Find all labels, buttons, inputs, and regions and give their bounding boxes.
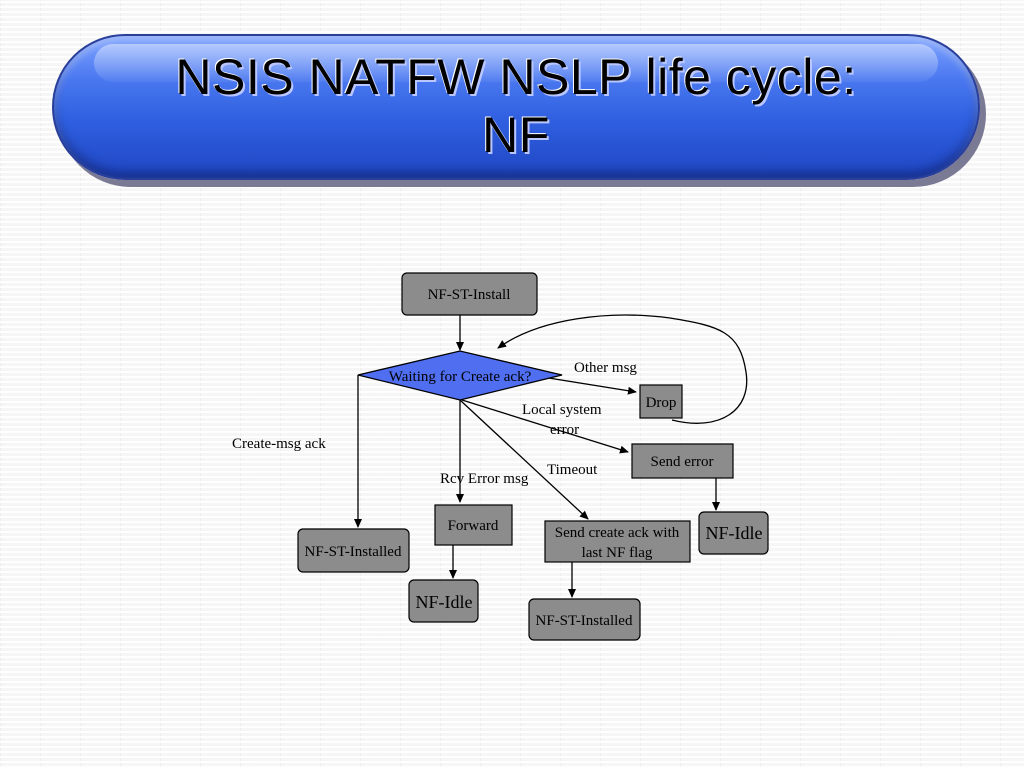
node-nf-idle-mid-label: NF-Idle	[416, 592, 473, 612]
label-rcv-error: Rcv Error msg	[440, 471, 529, 487]
node-installed-left	[297, 528, 410, 573]
node-installed-bottom	[528, 598, 641, 641]
title-banner: NSIS NATFW NSLP life cycle: NF	[52, 34, 980, 180]
node-send-error	[631, 443, 734, 479]
title-line-2: NF	[482, 107, 550, 163]
decision-diamond	[357, 350, 563, 401]
node-install	[401, 272, 538, 316]
node-nf-idle-mid	[408, 579, 479, 623]
node-send-create-ack	[544, 520, 691, 563]
title-line-1: NSIS NATFW NSLP life cycle:	[175, 49, 857, 105]
node-install-label: NF-ST-Install	[428, 287, 511, 303]
label-local-system-1: Local system	[522, 402, 602, 418]
decision-label: Waiting for Create ack?	[389, 369, 532, 385]
node-drop	[639, 384, 683, 419]
node-nf-idle-right	[698, 511, 769, 555]
slide-title: NSIS NATFW NSLP life cycle: NF	[54, 48, 978, 164]
node-send-create-ack-label-1: Send create ack with	[555, 525, 680, 541]
label-other-msg: Other msg	[574, 360, 637, 376]
node-forward	[434, 504, 513, 546]
label-local-system-2: error	[550, 422, 579, 438]
node-installed-left-label: NF-ST-Installed	[305, 544, 402, 560]
edge-drop-loop-back	[497, 314, 748, 424]
edges	[354, 314, 748, 598]
node-forward-label: Forward	[448, 518, 499, 534]
node-drop-label: Drop	[646, 395, 677, 411]
edge-decision-to-send-create-ack	[459, 399, 589, 520]
node-send-error-label: Send error	[651, 454, 714, 470]
edge-decision-to-send-error	[461, 399, 629, 454]
node-installed-bottom-label: NF-ST-Installed	[536, 613, 633, 629]
label-timeout: Timeout	[547, 462, 598, 478]
node-nf-idle-right-label: NF-Idle	[706, 523, 763, 543]
label-create-msg-ack: Create-msg ack	[232, 436, 326, 452]
node-send-create-ack-label-2: last NF flag	[582, 545, 653, 561]
